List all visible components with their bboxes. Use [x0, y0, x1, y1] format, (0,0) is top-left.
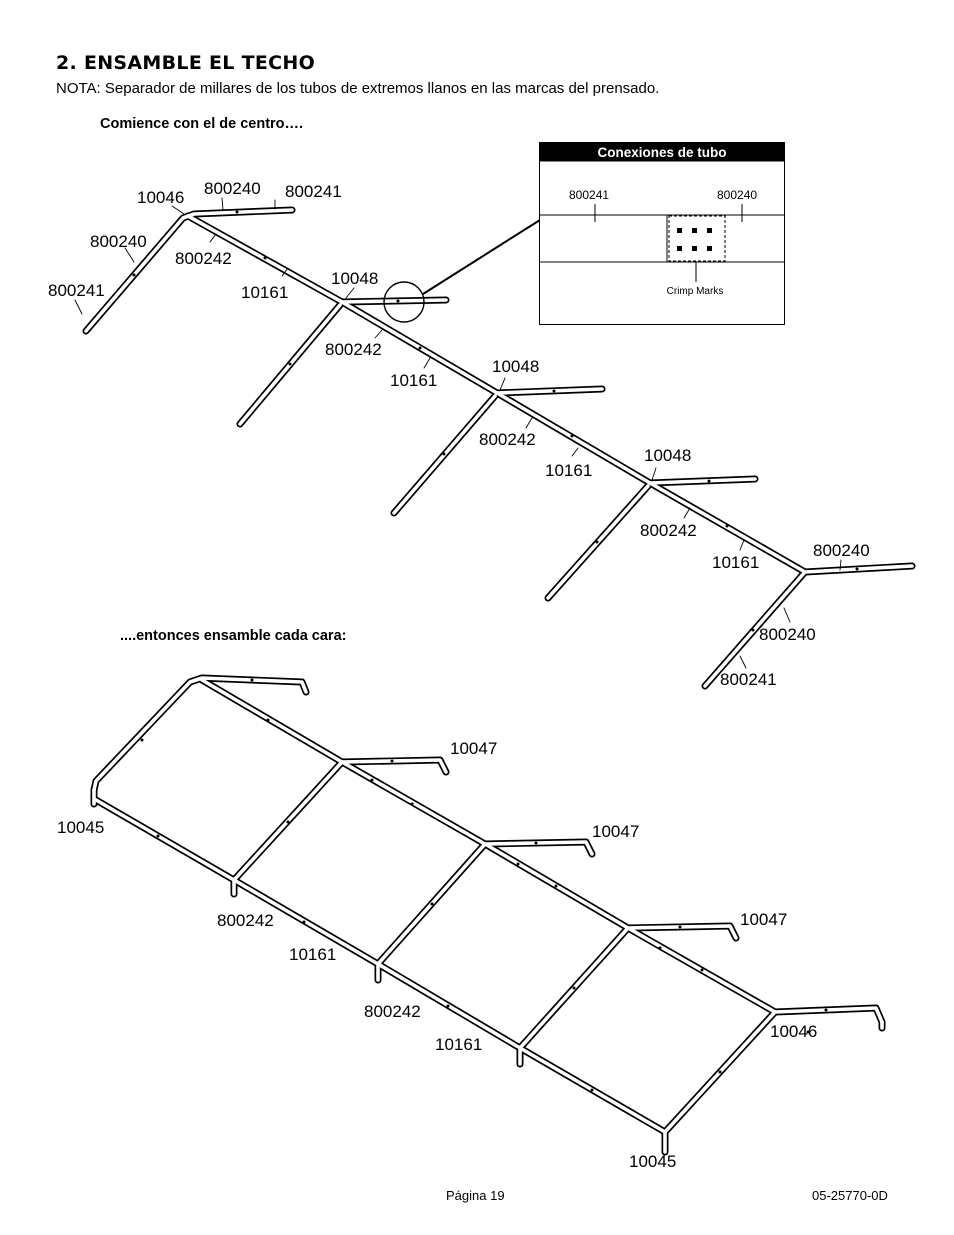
label-10161-a: 10161: [241, 283, 288, 302]
label-800242-front-b: 800242: [364, 1002, 421, 1021]
label-800242-b: 800242: [325, 340, 382, 359]
label-800241-c: 800241: [720, 670, 777, 689]
document-number: 05-25770-0D: [812, 1188, 888, 1203]
label-10046-rear: 10046: [770, 1022, 817, 1041]
label-10161-b: 10161: [390, 371, 437, 390]
full-frame-diagram: 10047 10045 10047 800242 10047 10161 800…: [57, 674, 886, 1171]
label-10161-front-a: 10161: [289, 945, 336, 964]
inset-crimp-label: Crimp Marks: [667, 286, 724, 297]
label-800240-b: 800240: [90, 232, 147, 251]
label-10047-b: 10047: [592, 822, 639, 841]
inset-right-part: 800240: [717, 188, 757, 202]
label-10161-c: 10161: [545, 461, 592, 480]
label-800242-c: 800242: [479, 430, 536, 449]
step1-instruction: Comience con el de centro….: [100, 116, 304, 132]
step2-instruction: ....entonces ensamble cada cara:: [120, 628, 347, 644]
label-800242-front-a: 800242: [217, 911, 274, 930]
inset-title: Conexiones de tubo: [597, 145, 726, 160]
label-10047-c: 10047: [740, 910, 787, 929]
label-10048-c: 10048: [644, 446, 691, 465]
label-800240-c: 800240: [813, 541, 870, 560]
label-10045-front: 10045: [57, 818, 104, 837]
center-assembly-diagram: 800240 800241 10046 800240 800242 800241…: [48, 179, 916, 690]
label-10048-a: 10048: [331, 269, 378, 288]
label-10161-front-b: 10161: [435, 1035, 482, 1054]
label-800241-b: 800241: [48, 281, 105, 300]
page-number: Página 19: [446, 1188, 505, 1203]
label-800240-d: 800240: [759, 625, 816, 644]
label-800242-a: 800242: [175, 249, 232, 268]
label-10047-a: 10047: [450, 739, 497, 758]
label-10161-d: 10161: [712, 553, 759, 572]
label-10045-rear: 10045: [629, 1152, 676, 1171]
tube-connection-inset: Conexiones de tubo 800241 800240 Crimp M…: [539, 142, 785, 325]
assembly-note: NOTA: Separador de millares de los tubos…: [56, 80, 660, 97]
label-10048-b: 10048: [492, 357, 539, 376]
label-10046-top: 10046: [137, 188, 184, 207]
inset-left-part: 800241: [569, 188, 609, 202]
label-800241-a: 800241: [285, 182, 342, 201]
label-800240-a: 800240: [204, 179, 261, 198]
label-800242-d: 800242: [640, 521, 697, 540]
section-heading: 2. ENSAMBLE EL TECHO: [56, 52, 316, 74]
